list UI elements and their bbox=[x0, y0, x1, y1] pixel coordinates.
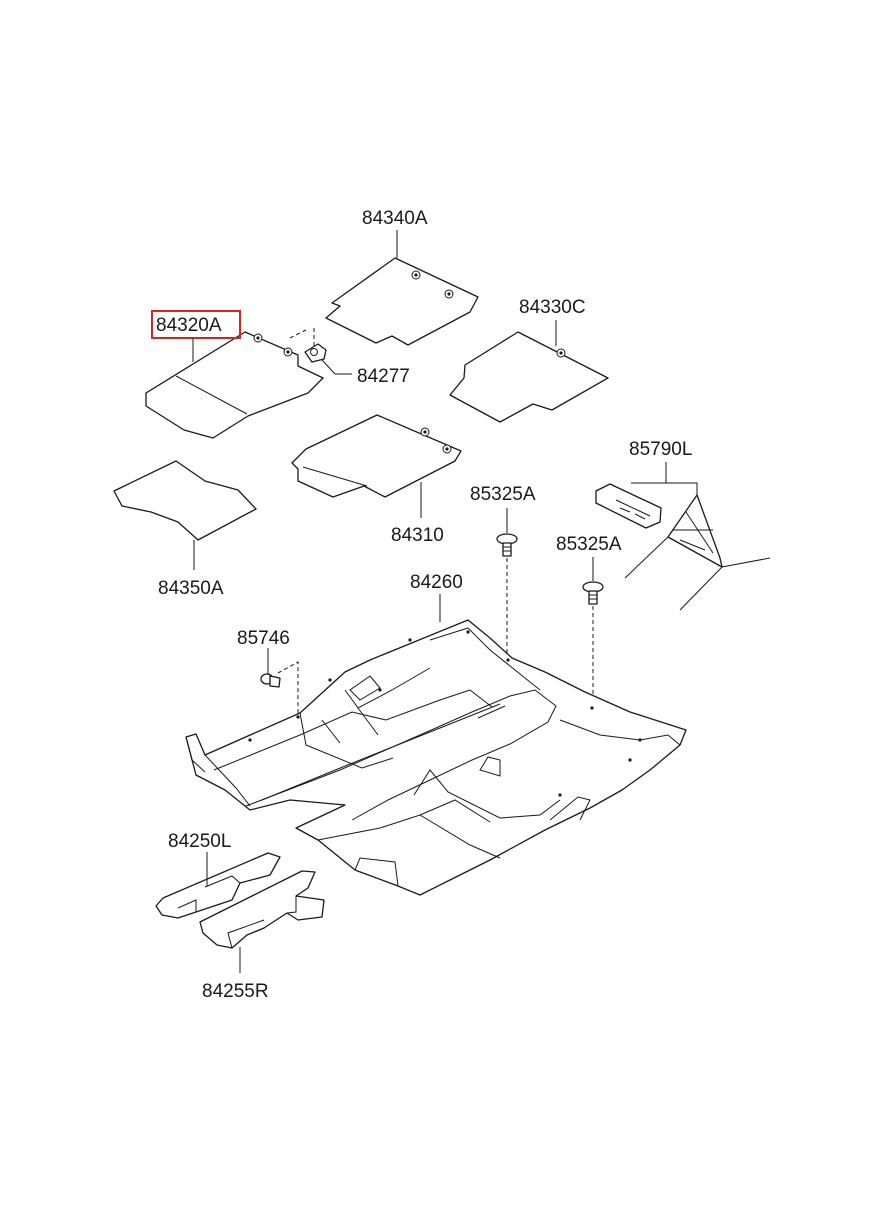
part-84350A-mat[interactable] bbox=[113, 460, 257, 541]
part-84330C-mat[interactable] bbox=[449, 331, 609, 423]
label-85325A-1[interactable]: 85325A bbox=[470, 484, 536, 505]
part-84310-mat[interactable] bbox=[291, 414, 462, 498]
label-85746[interactable]: 85746 bbox=[237, 628, 290, 649]
part-84250L-pad[interactable] bbox=[155, 852, 281, 919]
part-85325A-bolt-2[interactable] bbox=[582, 581, 604, 705]
label-84320A[interactable]: 84320A bbox=[156, 315, 222, 336]
leader-84277 bbox=[321, 359, 352, 375]
label-85790L[interactable]: 85790L bbox=[629, 439, 692, 460]
label-84250L[interactable]: 84250L bbox=[168, 831, 231, 852]
part-84260-carpet[interactable] bbox=[185, 619, 687, 896]
part-84340A-mat[interactable] bbox=[325, 257, 479, 346]
part-84277-clip[interactable] bbox=[289, 328, 327, 363]
part-84320A-mat[interactable] bbox=[145, 331, 324, 439]
highlight-box-84320A bbox=[151, 310, 241, 339]
part-85790L-net[interactable] bbox=[595, 483, 771, 611]
label-84330C[interactable]: 84330C bbox=[519, 297, 586, 318]
part-84255R-pad[interactable] bbox=[199, 870, 325, 949]
leader-85746-dash bbox=[277, 661, 299, 715]
label-84340A[interactable]: 84340A bbox=[362, 208, 428, 229]
part-85325A-bolt-1[interactable] bbox=[496, 533, 518, 660]
leader-85790L bbox=[631, 482, 698, 495]
label-84260[interactable]: 84260 bbox=[410, 572, 463, 593]
part-85746-clip[interactable] bbox=[260, 673, 281, 688]
label-84277[interactable]: 84277 bbox=[357, 366, 410, 387]
label-85325A-2[interactable]: 85325A bbox=[556, 534, 622, 555]
label-84350A[interactable]: 84350A bbox=[158, 578, 224, 599]
label-84310[interactable]: 84310 bbox=[391, 525, 444, 546]
label-84255R[interactable]: 84255R bbox=[202, 981, 269, 1002]
